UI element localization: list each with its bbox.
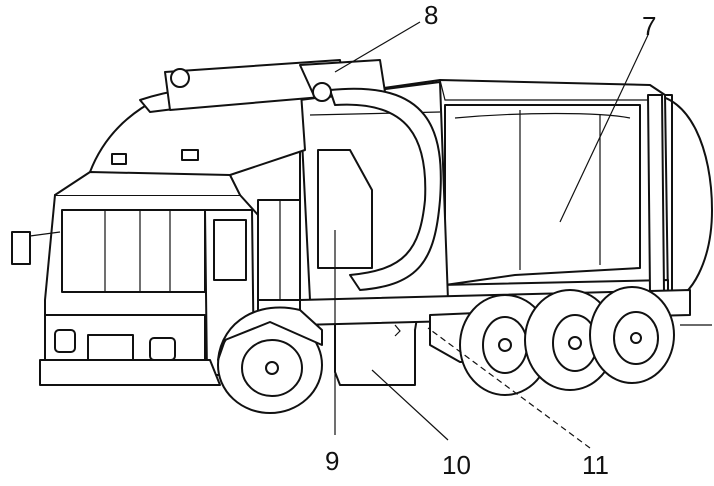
callout-7: 7 <box>642 11 656 41</box>
callout-11: 11 <box>582 450 609 480</box>
refuse-body <box>299 79 713 306</box>
callout-8: 8 <box>424 0 438 30</box>
front-wheel <box>217 306 323 414</box>
callouts: 8 7 9 10 11 <box>325 0 656 480</box>
rear-wheel-1 <box>459 294 551 396</box>
callout-10: 10 <box>442 450 471 480</box>
lift-arms <box>164 59 442 291</box>
rear-wheel-2 <box>524 289 616 391</box>
leader-line-7 <box>559 34 649 223</box>
cab <box>11 77 306 386</box>
wheels <box>217 286 712 414</box>
rear-wheel-3 <box>589 286 675 384</box>
callout-9: 9 <box>325 446 339 476</box>
leader-line-10 <box>371 369 449 441</box>
leader-lines <box>334 21 649 449</box>
leader-line-11 <box>427 327 591 449</box>
leader-line-8 <box>334 21 421 73</box>
